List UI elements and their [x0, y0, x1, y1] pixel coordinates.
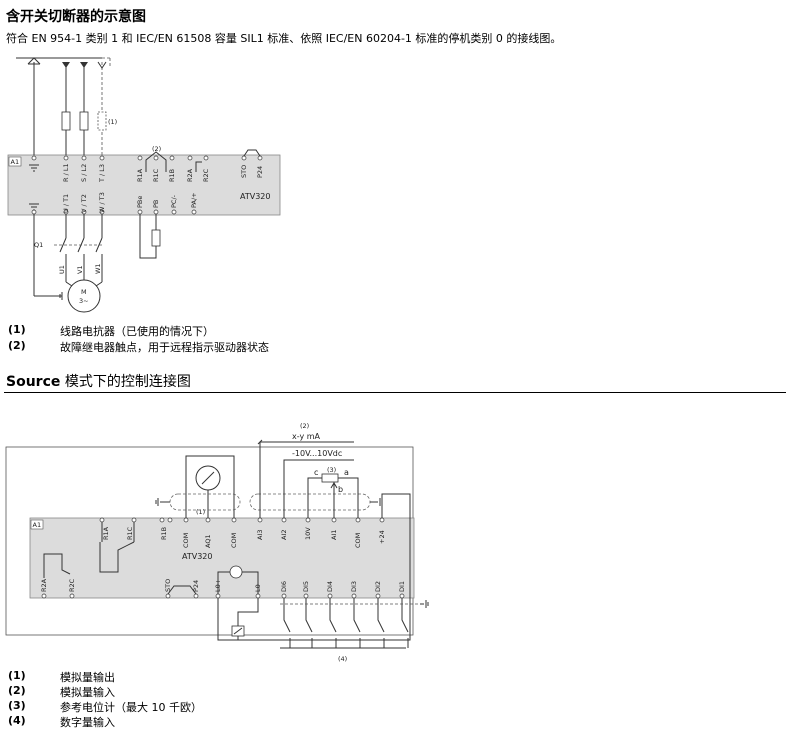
- svg-text:PB: PB: [152, 200, 160, 208]
- s2-note3-key: (3): [8, 699, 26, 712]
- analog-terminals: [167, 517, 385, 523]
- svg-text:AI1: AI1: [330, 530, 338, 541]
- section1-title: 含开关切断器的示意图: [6, 9, 146, 25]
- callout-1: (1): [108, 118, 117, 126]
- callout-out-1: (1): [196, 508, 205, 516]
- control-block-label: A1: [33, 521, 42, 529]
- svg-text:b: b: [338, 485, 343, 494]
- svg-text:R1C: R1C: [152, 168, 160, 182]
- svg-text:a: a: [344, 468, 349, 477]
- terminal-l2: S / L2: [80, 164, 88, 182]
- svg-text:R2A: R2A: [40, 578, 48, 592]
- svg-text:R1C: R1C: [126, 526, 134, 540]
- section2-divider: [4, 392, 786, 393]
- svg-text:COM: COM: [182, 533, 190, 548]
- digital-terminals: [165, 593, 405, 599]
- s2-note4-key: (4): [8, 714, 26, 727]
- svg-text:DI6: DI6: [280, 581, 288, 592]
- svg-text:R1B: R1B: [160, 527, 168, 540]
- callout-2: (2): [152, 145, 161, 153]
- svg-text:W / T3: W / T3: [98, 192, 106, 213]
- s2-note2-key: (2): [8, 684, 26, 697]
- motor-symbol: [67, 279, 101, 313]
- switch-label: Q1: [34, 241, 43, 249]
- svg-text:PBe: PBe: [136, 196, 144, 208]
- svg-text:PC/-: PC/-: [170, 194, 178, 208]
- svg-text:R1B: R1B: [168, 169, 176, 182]
- section2-title: Source 模式下的控制连接图: [6, 371, 191, 391]
- svg-text:P24: P24: [256, 166, 264, 178]
- svg-text:V / T2: V / T2: [80, 194, 88, 213]
- drive-block: [7, 154, 281, 216]
- s2-note1-key: (1): [8, 669, 26, 682]
- s2-note1-text: 模拟量输出: [60, 671, 115, 684]
- potentiometer: [321, 473, 339, 483]
- svg-text:+24: +24: [378, 530, 386, 544]
- svg-text:DI4: DI4: [326, 581, 334, 592]
- drive-label: ATV320: [240, 192, 270, 201]
- svg-text:c: c: [314, 468, 318, 477]
- note2-text: 故障继电器触点，用于远程指示驱动器状态: [60, 341, 269, 354]
- voltage-label: -10V...10Vdc: [292, 449, 342, 458]
- svg-text:DI3: DI3: [350, 581, 358, 592]
- svg-text:COM: COM: [230, 533, 238, 548]
- svg-text:10V: 10V: [304, 527, 312, 540]
- svg-text:DI1: DI1: [398, 581, 406, 592]
- section1-description: 符合 EN 954-1 类别 1 和 IEC/EN 61508 容量 SIL1 …: [6, 32, 562, 45]
- svg-text:U1: U1: [58, 265, 66, 274]
- note1-key: (1): [8, 323, 26, 336]
- svg-text:AI3: AI3: [256, 530, 264, 541]
- control-drive-block: [29, 517, 415, 599]
- svg-text:P24: P24: [192, 580, 200, 592]
- svg-text:STO: STO: [240, 165, 248, 178]
- svg-text:M: M: [81, 288, 87, 296]
- callout-4: (4): [338, 655, 347, 663]
- svg-text:W1: W1: [94, 263, 102, 274]
- svg-text:STO: STO: [164, 579, 172, 592]
- note1-text: 线路电抗器（已使用的情况下）: [60, 325, 214, 338]
- svg-text:R2C: R2C: [68, 578, 76, 592]
- section2-title-bold: Source: [6, 374, 61, 390]
- svg-text:COM: COM: [354, 533, 362, 548]
- callout-in-2: (2): [300, 422, 309, 430]
- svg-text:DI2: DI2: [374, 581, 382, 592]
- terminal-l1: R / L1: [62, 163, 70, 182]
- svg-text:DI5: DI5: [302, 581, 310, 592]
- svg-text:R2C: R2C: [202, 168, 210, 182]
- control-drive-label: ATV320: [182, 552, 212, 561]
- svg-text:R1A: R1A: [102, 526, 110, 540]
- svg-text:3~: 3~: [79, 297, 89, 305]
- s2-note2-text: 模拟量输入: [60, 686, 115, 699]
- svg-text:AI2: AI2: [280, 530, 288, 541]
- svg-text:R1A: R1A: [136, 168, 144, 182]
- s2-note3-text: 参考电位计（最大 10 千欧）: [60, 701, 202, 714]
- section2-title-rest: 模式下的控制连接图: [60, 374, 191, 390]
- svg-text:AQ1: AQ1: [204, 534, 212, 548]
- block-label: A1: [11, 158, 20, 166]
- svg-text:PA/+: PA/+: [190, 192, 198, 208]
- note2-key: (2): [8, 339, 26, 352]
- terminal-l3: T / L3: [98, 164, 106, 183]
- s2-note4-text: 数字量输入: [60, 716, 115, 729]
- svg-text:V1: V1: [76, 265, 84, 274]
- svg-text:U / T1: U / T1: [62, 194, 70, 213]
- svg-text:R2A: R2A: [186, 168, 194, 182]
- current-label: x-y mA: [292, 432, 321, 441]
- callout-3: (3): [327, 466, 336, 474]
